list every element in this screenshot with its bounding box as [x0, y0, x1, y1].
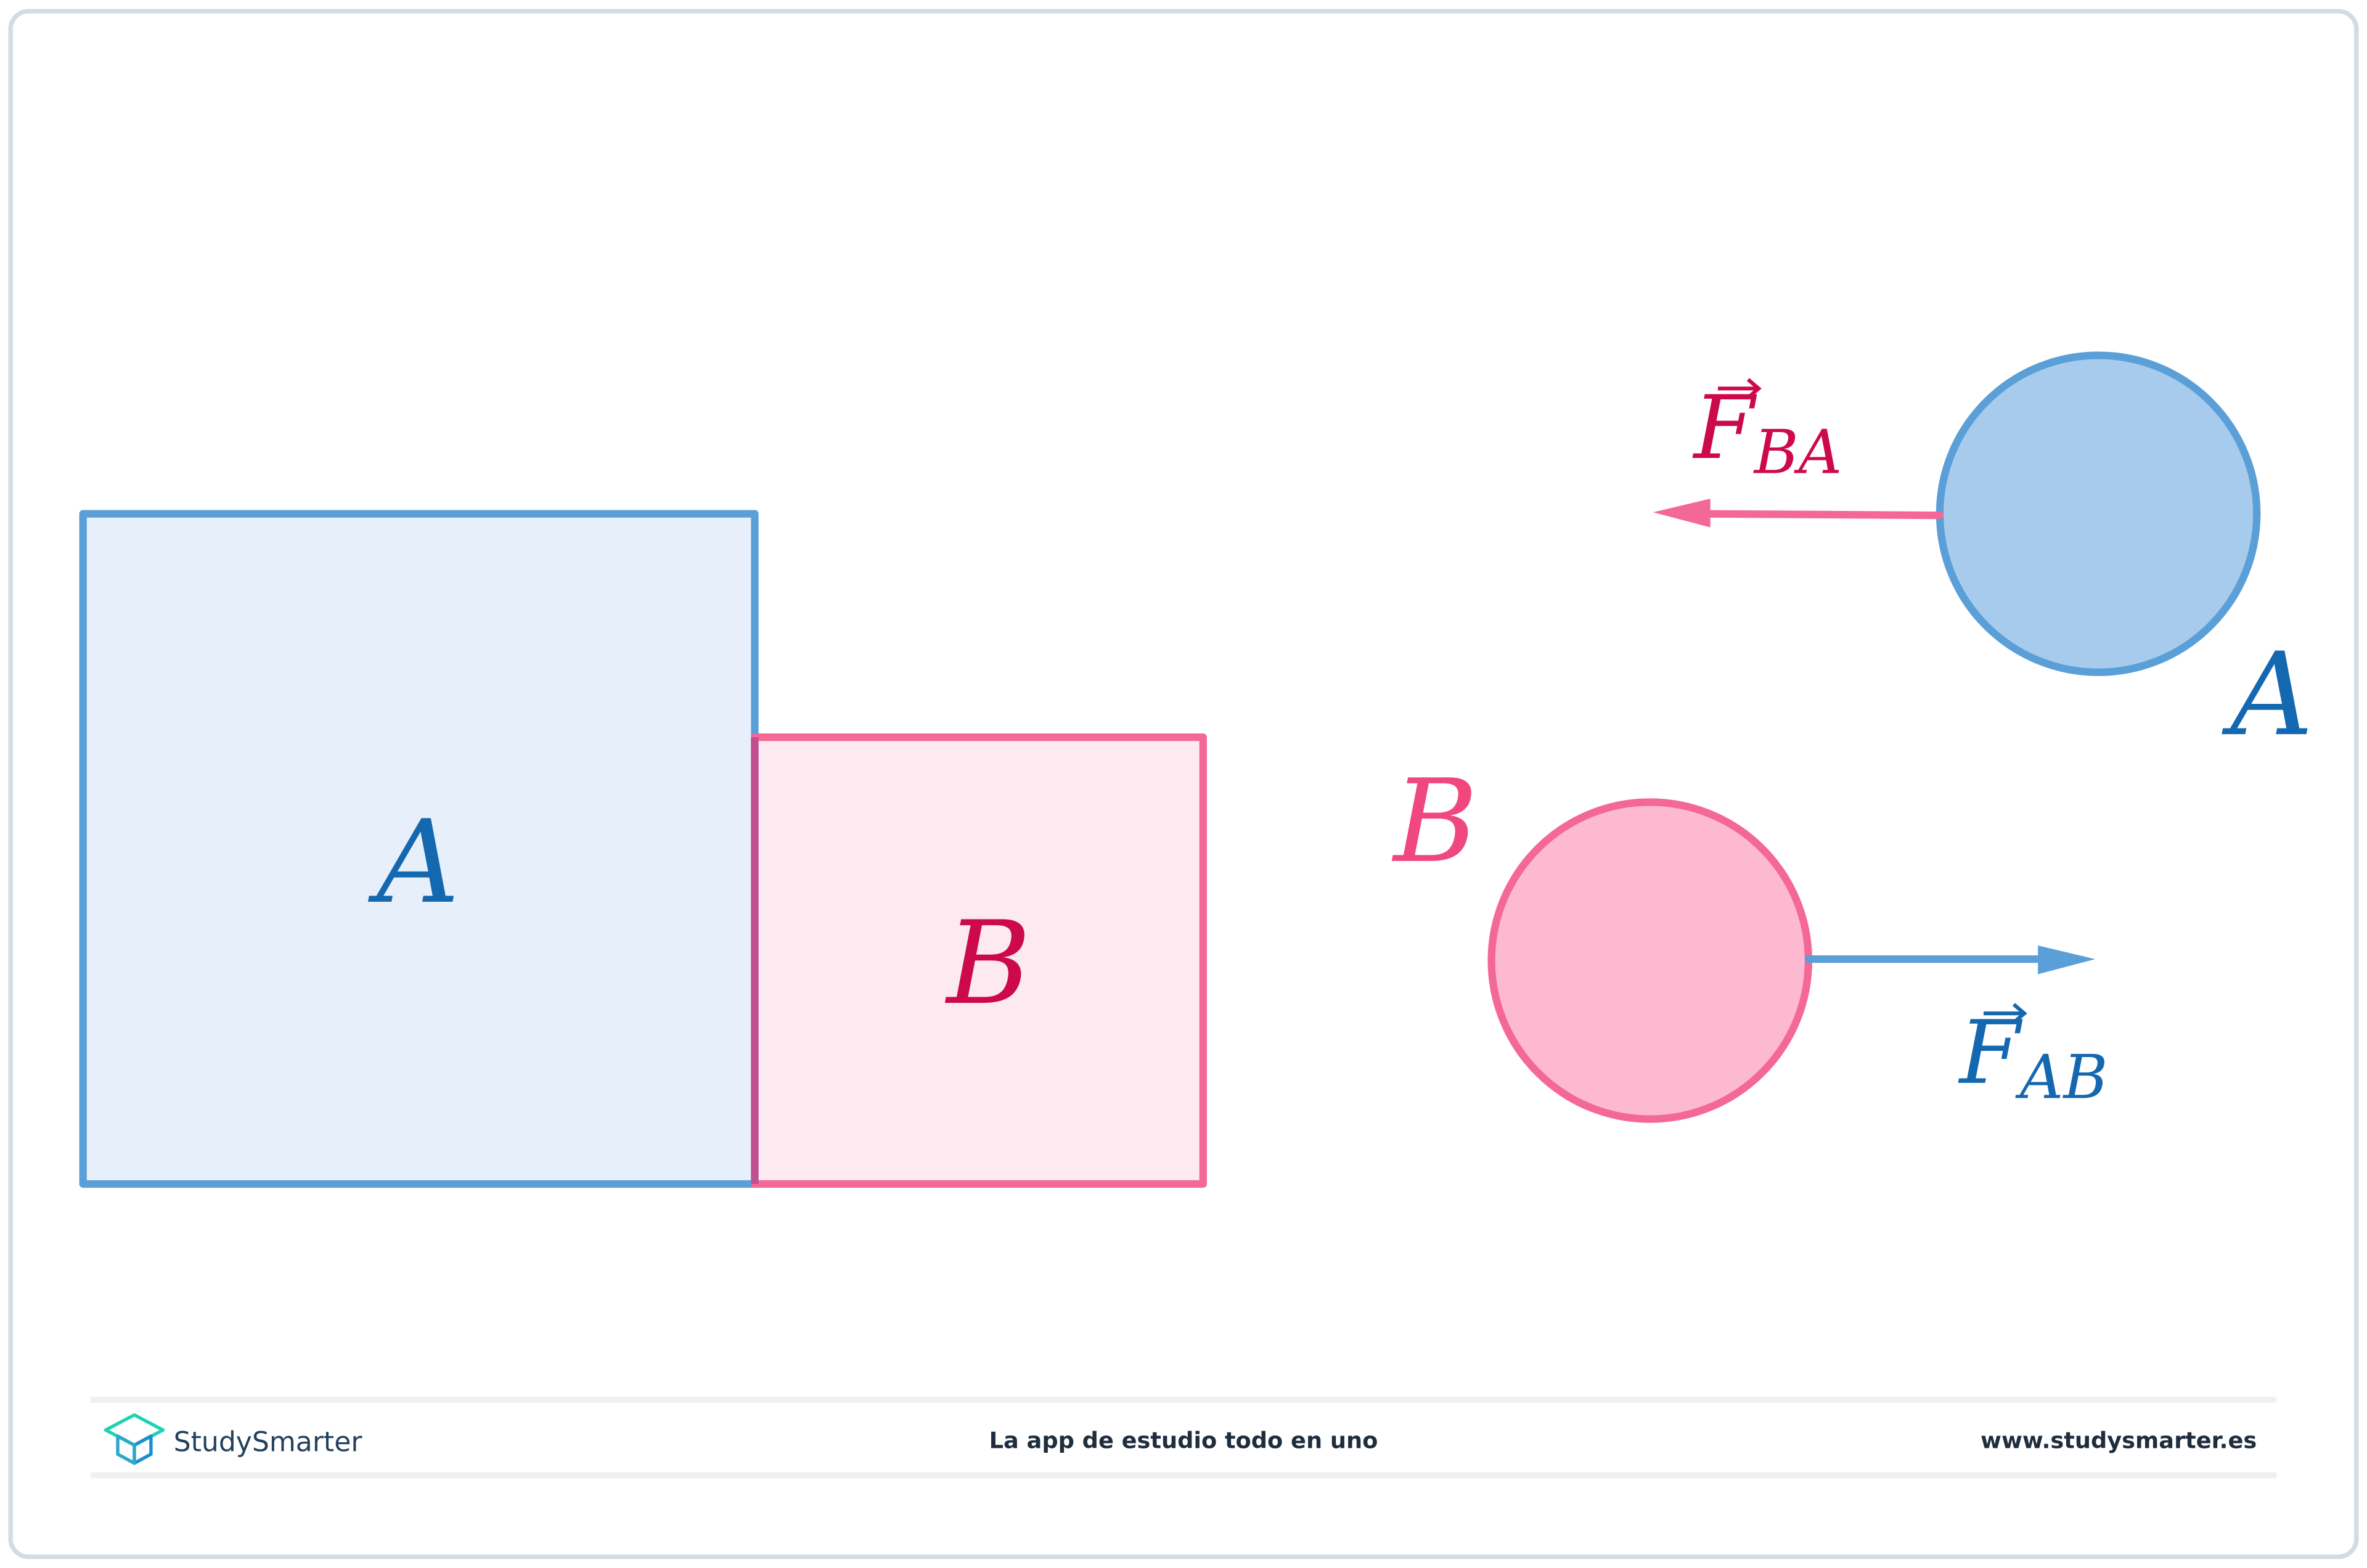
force-ba-label: F BA	[1692, 377, 1842, 488]
force-ab-arrow	[1804, 945, 2096, 974]
body-a-circle	[1936, 351, 2261, 676]
vector-arrow-icon	[1983, 1003, 2027, 1024]
studysmarter-logo-icon	[104, 1413, 165, 1465]
block-a-label: A	[367, 795, 459, 929]
body-a-label: A	[2222, 627, 2313, 761]
footer-divider-top	[90, 1397, 2277, 1403]
force-ab-label: F AB	[1958, 1002, 2108, 1113]
force-ba-arrow	[1653, 499, 1944, 528]
block-b-label: B	[945, 896, 1031, 1030]
body-b-circle	[1487, 798, 1812, 1123]
block-b	[751, 733, 1207, 1188]
footer-url[interactable]: www.studysmarter.es	[1981, 1427, 2257, 1454]
svg-text:AB: AB	[2015, 1042, 2108, 1113]
footer-divider-bottom	[90, 1472, 2277, 1479]
svg-text:BA: BA	[1753, 418, 1842, 488]
footer-tagline: La app de estudio todo en uno	[989, 1427, 1378, 1454]
brand-name: StudySmarter	[174, 1426, 363, 1458]
block-a	[79, 510, 759, 1188]
svg-text:F: F	[1958, 1002, 2023, 1104]
vector-arrow-icon	[1717, 378, 1762, 399]
body-b-label: B	[1392, 754, 1478, 888]
svg-text:F: F	[1692, 377, 1757, 479]
